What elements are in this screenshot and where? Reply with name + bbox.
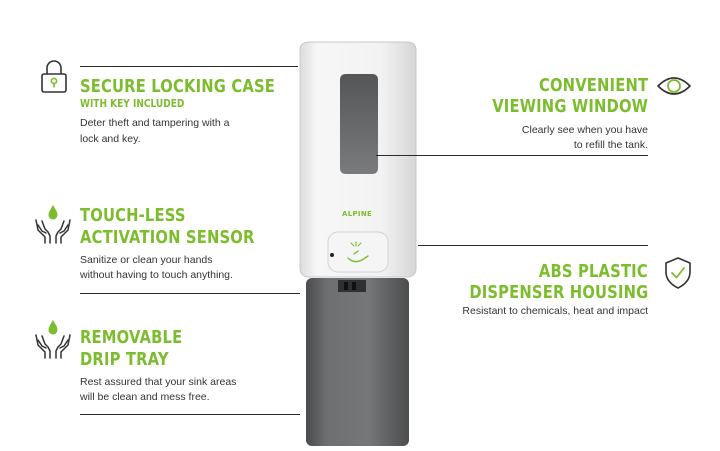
brand-logo: ALPINE [342,210,373,218]
touchless-callout-line [80,293,300,294]
drip-feature-title-1: REMOVABLE [80,327,183,348]
lock-feature-subtitle: WITH KEY INCLUDED [80,97,185,110]
housing-feature-desc-1: Resistant to chemicals, heat and impact [462,305,648,317]
housing-feature-title-2: DISPENSER HOUSING [468,282,648,303]
housing-feature-title-1: ABS PLASTIC [539,261,648,282]
drip-feature-desc-2: will be clean and mess free. [80,391,210,403]
drip-feature-title-2: DRIP TRAY [80,349,169,370]
dispenser-image: ALPINE [296,40,420,446]
touchless-feature-desc-1: Sanitize or clean your hands [80,254,213,266]
lock-feature-title: SECURE LOCKING CASE [80,76,276,97]
hands-drop-icon [33,203,73,245]
lock-feature-desc-2: lock and key. [80,133,141,145]
window-feature-title-2: VIEWING WINDOW [492,96,648,117]
lock-feature-desc-1: Deter theft and tampering with a [80,117,230,129]
padlock-icon [39,58,69,94]
touchless-feature-title-2: ACTIVATION SENSOR [80,227,255,248]
hands-drop-icon [33,318,73,360]
window-feature-desc-2: to refill the tank. [573,139,648,151]
lock-callout-line [80,66,298,67]
window-feature-desc-1: Clearly see when you have [521,124,648,136]
touchless-feature-desc-2: without having to touch anything. [80,269,233,281]
shield-check-icon [664,256,692,290]
eye-icon [656,71,692,101]
touchless-feature-title-1: TOUCH-LESS [80,205,186,226]
drip-callout-line [80,414,300,415]
window-callout-line [376,155,648,156]
window-feature-title-1: CONVENIENT [538,75,648,96]
drip-feature-desc-1: Rest assured that your sink areas [80,376,237,388]
housing-callout-line [418,245,648,246]
